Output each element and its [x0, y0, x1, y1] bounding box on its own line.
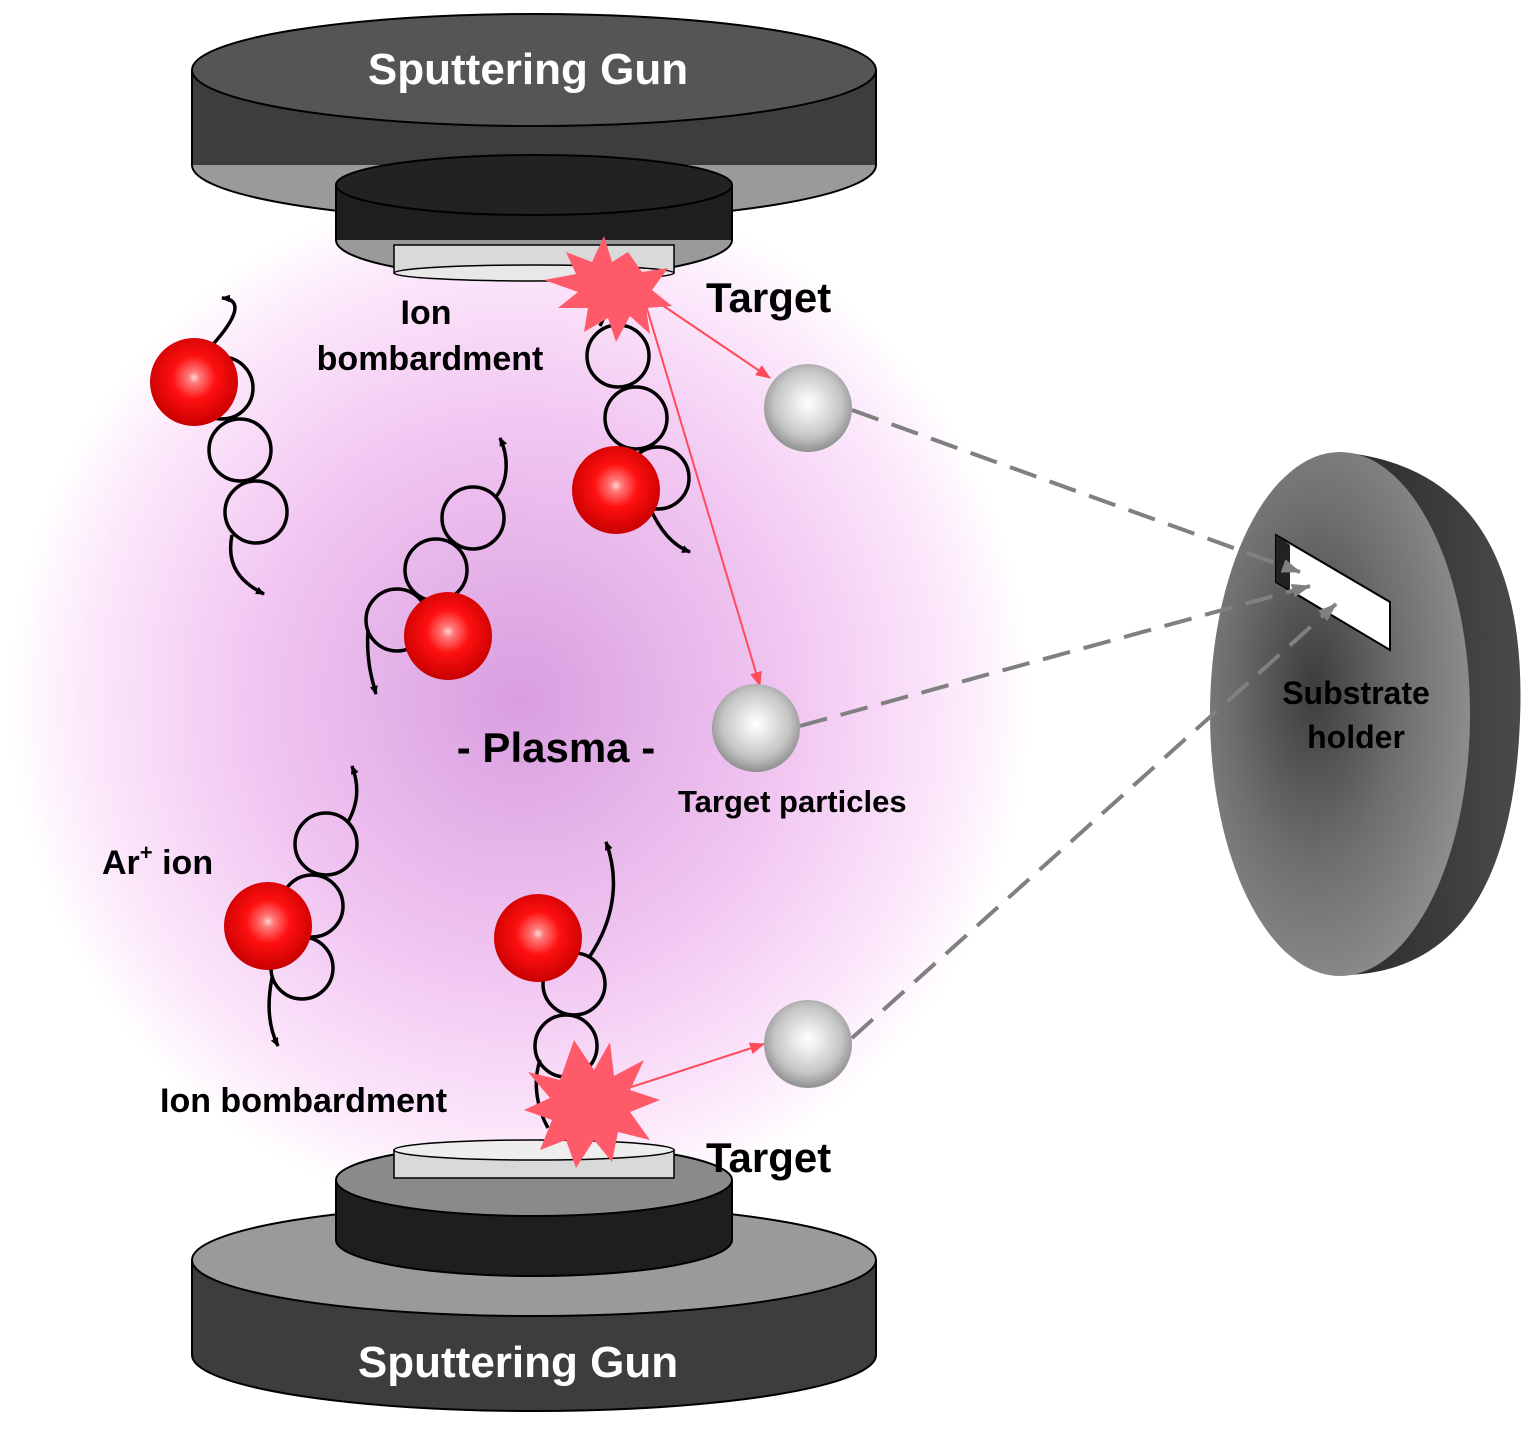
ar-ion-label-sup: +: [140, 840, 153, 865]
substrate-holder: Substrate holder: [1210, 452, 1521, 976]
ar-ion-4: [224, 882, 312, 970]
ar-ion-label-base: Ar: [102, 844, 140, 882]
top-gun-label: Sputtering Gun: [368, 45, 688, 94]
substrate-label-line1: Substrate: [1282, 675, 1430, 711]
deposition-path-1: [851, 408, 1301, 574]
deposition-path-2: [799, 584, 1311, 728]
ion-bombardment-burst-top: [544, 236, 672, 342]
substrate-label-line2: holder: [1307, 719, 1405, 755]
trajectory-top-2: [641, 291, 762, 687]
plasma-region: [10, 180, 1030, 1220]
ar-ion-2: [404, 592, 492, 680]
ion-bombardment-label-bottom: Ion bombardment: [160, 1082, 447, 1120]
substrate-holder-face: [1210, 452, 1470, 976]
target-particle-2: [712, 684, 800, 772]
target-label-bottom: Target: [706, 1134, 831, 1181]
ion-bombardment-burst-bottom: [524, 1040, 660, 1168]
bottom-sputtering-gun: Sputtering Gun: [191, 1139, 877, 1412]
target-label-top: Target: [706, 274, 831, 321]
ion-bombardment-label-top-line2: bombardment: [317, 340, 544, 378]
bottom-gun-label: Sputtering Gun: [358, 1338, 678, 1387]
ar-ion-1: [150, 338, 238, 426]
deposition-paths: [799, 408, 1338, 1040]
top-sputtering-gun: Sputtering Gun: [191, 13, 877, 282]
ar-ion-3: [572, 446, 660, 534]
ar-ion-5: [494, 894, 582, 982]
trajectory-bottom: [621, 1042, 765, 1091]
target-particles: [712, 364, 852, 1088]
ar-ions: [150, 338, 660, 982]
ar-ion-label: Ar+ ion: [102, 840, 213, 882]
deposition-path-3: [850, 602, 1338, 1040]
ion-bombardment-label-top-line1: Ion: [401, 294, 452, 332]
target-particles-label: Target particles: [678, 784, 907, 819]
target-particle-1: [764, 364, 852, 452]
target-particle-3: [764, 1000, 852, 1088]
ar-ion-label-suffix: ion: [153, 844, 213, 882]
plasma-label: - Plasma -: [457, 724, 655, 771]
